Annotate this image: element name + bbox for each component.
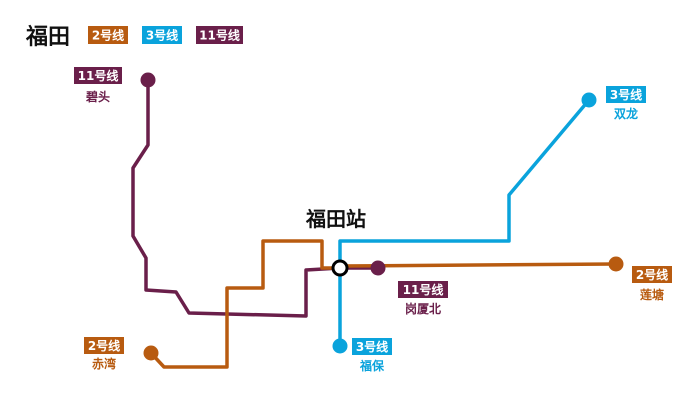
terminal-dot-fubao[interactable] bbox=[332, 338, 348, 354]
route-line2-chiwan bbox=[149, 239, 340, 369]
line-badge-text-gangxiabei: 11号线 bbox=[403, 282, 444, 297]
station-name-chiwan: 赤湾 bbox=[92, 356, 116, 371]
legend-swatch-line2 bbox=[88, 26, 128, 44]
legend: 2号线 3号线 11号线 bbox=[88, 26, 243, 44]
terminal-label-bitou: 11号线 碧头 bbox=[74, 67, 122, 104]
line-badge-shuanglong bbox=[606, 86, 646, 103]
line-badge-chiwan bbox=[84, 337, 124, 354]
legend-item-line11: 11号线 bbox=[196, 26, 243, 44]
map-title: 福田 bbox=[25, 25, 70, 50]
station-name-fubao: 福保 bbox=[359, 358, 385, 373]
line-badge-text-liantang: 2号线 bbox=[636, 267, 668, 282]
terminal-label-liantang: 2号线 莲塘 bbox=[632, 266, 672, 302]
terminal-dot-chiwan[interactable] bbox=[143, 345, 159, 361]
line-badge-text-bitou: 11号线 bbox=[78, 68, 119, 83]
terminal-dot-liantang[interactable] bbox=[608, 256, 624, 272]
line-badge-text-chiwan: 2号线 bbox=[88, 338, 120, 353]
route-line2-liantang bbox=[339, 262, 617, 268]
interchange-futian-station[interactable] bbox=[331, 259, 349, 277]
line-badge-text-fubao: 3号线 bbox=[356, 339, 388, 354]
route-line3-shuanglong bbox=[338, 98, 591, 268]
station-name-liantang: 莲塘 bbox=[640, 287, 664, 302]
terminal-label-gangxiabei: 11号线 岗厦北 bbox=[398, 281, 448, 316]
center-station-label: 福田站 bbox=[305, 207, 366, 231]
station-name-bitou: 碧头 bbox=[85, 89, 110, 104]
line-badge-gangxiabei bbox=[398, 281, 448, 298]
legend-item-line2: 2号线 bbox=[88, 26, 128, 44]
station-name-shuanglong: 双龙 bbox=[614, 106, 638, 121]
terminal-label-chiwan: 2号线 赤湾 bbox=[84, 337, 124, 371]
legend-swatch-line11 bbox=[196, 26, 243, 44]
line-badge-text-shuanglong: 3号线 bbox=[610, 87, 642, 102]
legend-label-line3: 3号线 bbox=[146, 28, 178, 43]
line-badge-liantang bbox=[632, 266, 672, 283]
route-line11-bitou bbox=[131, 80, 341, 318]
terminal-label-fubao: 3号线 福保 bbox=[352, 338, 392, 373]
station-name-gangxiabei: 岗厦北 bbox=[405, 301, 441, 316]
legend-swatch-line3 bbox=[142, 26, 182, 44]
legend-label-line11: 11号线 bbox=[199, 28, 240, 43]
line-badge-bitou bbox=[74, 67, 122, 84]
terminal-label-shuanglong: 3号线 双龙 bbox=[606, 86, 646, 121]
legend-label-line2: 2号线 bbox=[92, 28, 124, 43]
terminal-dot-bitou[interactable] bbox=[140, 72, 156, 88]
terminal-dot-shuanglong[interactable] bbox=[581, 92, 597, 108]
legend-item-line3: 3号线 bbox=[142, 26, 182, 44]
line-badge-fubao bbox=[352, 338, 392, 355]
terminal-dot-gangxiabei[interactable] bbox=[370, 260, 386, 276]
